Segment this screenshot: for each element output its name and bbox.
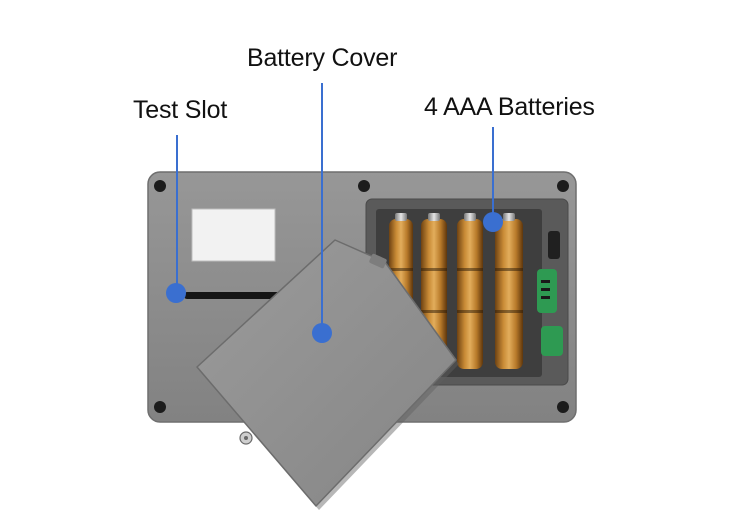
screw-icon: [154, 180, 166, 192]
contact-terminal: [541, 280, 550, 283]
screw-icon: [557, 401, 569, 413]
contact-terminal: [541, 288, 550, 291]
callout-dot-battery-cover: [312, 323, 332, 343]
battery: [495, 213, 523, 369]
screw-icon: [358, 180, 370, 192]
contact-green-bottom: [541, 326, 563, 356]
callout-dot-batteries: [483, 212, 503, 232]
battery-cover: [196, 239, 459, 510]
battery: [457, 213, 483, 369]
screw-icon: [557, 180, 569, 192]
callout-dot-test-slot: [166, 283, 186, 303]
contact-terminal: [541, 296, 550, 299]
label-sticker: [191, 208, 276, 262]
callout-label-batteries: 4 AAA Batteries: [424, 93, 595, 121]
compartment-tab: [548, 231, 560, 259]
screw-icon: [154, 401, 166, 413]
callout-label-test-slot: Test Slot: [133, 96, 228, 124]
callout-label-battery-cover: Battery Cover: [247, 44, 398, 72]
test-slot: [184, 292, 288, 299]
